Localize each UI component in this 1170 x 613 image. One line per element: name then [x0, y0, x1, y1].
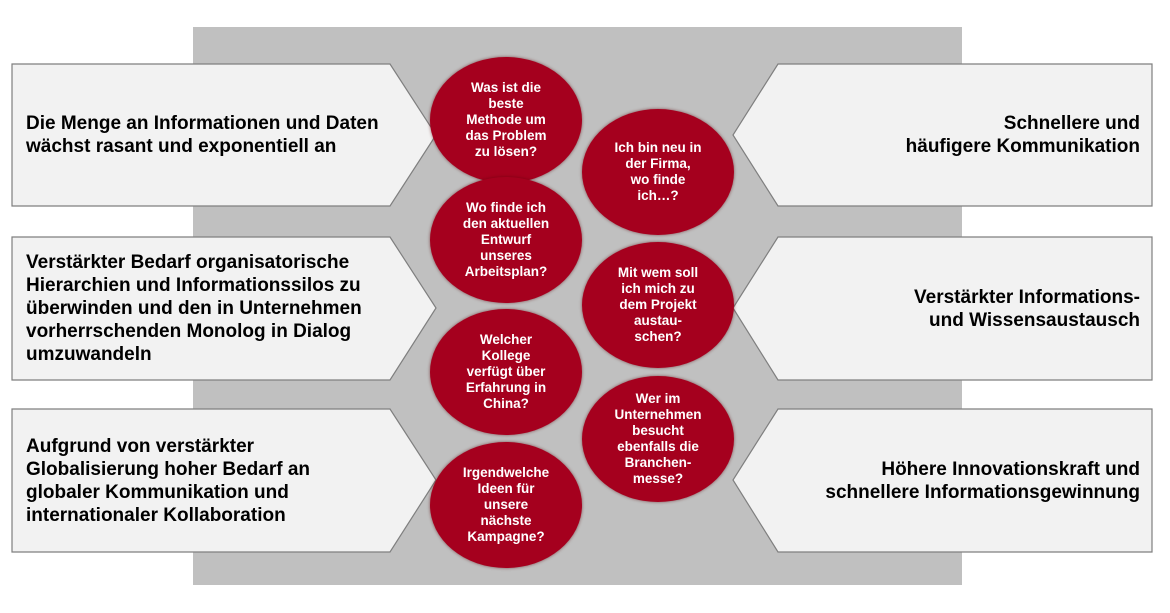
question-text: Irgendwelche Ideen für unsere nächste Ka… [462, 465, 550, 544]
benefit-label: Schnellere und häufigere Kommunikation [905, 113, 1140, 157]
question-bubble-7: Wer im Unternehmen besucht ebenfalls die… [582, 376, 734, 502]
question-text: Ich bin neu in der Firma, wo finde ich…? [614, 140, 702, 203]
right-arrow-1 [732, 63, 1153, 207]
question-bubble-3: Welcher Kollege verfügt über Erfahrung i… [430, 309, 582, 435]
right-arrow-3 [732, 408, 1153, 553]
benefit-label: Verstärkter Informations- und Wissensaus… [914, 286, 1140, 331]
question-bubble-2: Wo finde ich den aktuellen Entwurf unser… [430, 177, 582, 303]
question-text: Wo finde ich den aktuellen Entwurf unser… [462, 200, 550, 279]
question-bubble-1: Was ist die beste Methode um das Problem… [430, 57, 582, 183]
right-arrow-2 [732, 236, 1153, 381]
question-text: Mit wem soll ich mich zu dem Projekt aus… [617, 265, 699, 344]
driver-text-3: Aufgrund von verstärkter Globalisierung … [26, 409, 396, 552]
driver-label: Aufgrund von verstärkter Globalisierung … [26, 435, 310, 526]
question-text: Was ist die beste Methode um das Problem… [465, 80, 547, 159]
driver-text-1: Die Menge an Informationen und Daten wäc… [26, 64, 396, 206]
question-text: Wer im Unternehmen besucht ebenfalls die… [614, 391, 702, 486]
driver-text-2: Verstärkter Bedarf organisatorische Hier… [26, 237, 396, 380]
left-arrow-1 [11, 63, 437, 207]
question-bubble-5: Ich bin neu in der Firma, wo finde ich…? [582, 109, 734, 235]
benefit-text-2: Verstärkter Informations- und Wissensaus… [780, 237, 1140, 380]
benefit-text-3: Höhere Innovationskraft und schnellere I… [780, 409, 1140, 552]
question-bubble-6: Mit wem soll ich mich zu dem Projekt aus… [582, 242, 734, 368]
benefit-text-1: Schnellere und häufigere Kommunikation [780, 64, 1140, 206]
left-arrow-3 [11, 408, 437, 553]
question-bubble-4: Irgendwelche Ideen für unsere nächste Ka… [430, 442, 582, 568]
benefit-label: Höhere Innovationskraft und schnellere I… [825, 458, 1140, 503]
question-text: Welcher Kollege verfügt über Erfahrung i… [465, 332, 547, 411]
driver-label: Verstärkter Bedarf organisatorische Hier… [26, 252, 362, 365]
driver-label: Die Menge an Informationen und Daten wäc… [26, 113, 379, 157]
left-arrow-2 [11, 236, 437, 381]
